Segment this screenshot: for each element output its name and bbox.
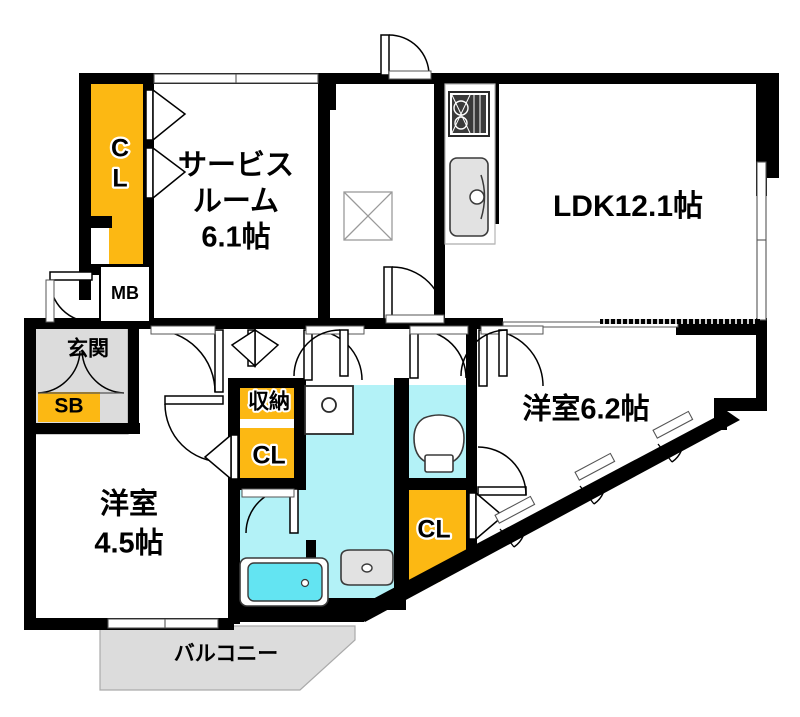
storage-fill bbox=[238, 386, 300, 419]
wall-entrance-right bbox=[128, 329, 139, 434]
service-room-label-2: ルーム bbox=[193, 186, 279, 218]
wall-toilet-bottom bbox=[398, 478, 477, 490]
door-toilet[interactable] bbox=[409, 325, 469, 379]
western45-area: 4.5帖 bbox=[94, 527, 163, 560]
closet-top-left-label-c: C bbox=[111, 135, 129, 163]
door-top-corridor[interactable] bbox=[380, 34, 432, 80]
shaft-box bbox=[343, 191, 393, 241]
service-room-label-1: サービス bbox=[178, 149, 294, 182]
wall-ldk-bottom-left bbox=[445, 318, 503, 329]
storage-label: 収納 bbox=[248, 390, 290, 414]
wall-right-upper bbox=[756, 84, 767, 174]
wall-w62-left bbox=[466, 329, 477, 389]
door-ldk-hall[interactable] bbox=[460, 329, 508, 377]
wash-basin-icon bbox=[340, 549, 394, 586]
wall-bottom-bath bbox=[234, 610, 364, 622]
diagonal-window-3 bbox=[494, 495, 536, 548]
wall-ldk-bottom-right bbox=[676, 324, 767, 335]
wall-toilet-left bbox=[398, 378, 409, 490]
wall-left-upper bbox=[79, 73, 91, 225]
wall-storage-left bbox=[228, 378, 240, 434]
window-ldk-right bbox=[756, 161, 767, 321]
entrance-label: 玄関 bbox=[67, 337, 109, 361]
wall-mid-horizontal bbox=[24, 318, 499, 329]
door-washroom[interactable] bbox=[303, 325, 365, 381]
balcony-label: バルコニー bbox=[174, 643, 279, 666]
wall-wash-left bbox=[294, 378, 305, 490]
diagonal-window-2 bbox=[574, 452, 616, 505]
wall-right-l2 bbox=[756, 352, 767, 408]
closet-mid-fill bbox=[238, 428, 300, 482]
wall-clr-left bbox=[398, 484, 409, 594]
shoe-box-label: SB bbox=[54, 395, 83, 418]
ldk-label: LDK12.1帖 bbox=[553, 190, 703, 223]
closet-mid-label: CL bbox=[252, 442, 285, 470]
meter-box: MB bbox=[99, 265, 151, 323]
wall-bath-top bbox=[236, 480, 306, 490]
color-fills bbox=[32, 79, 468, 598]
door-corridor-bottom[interactable] bbox=[293, 329, 349, 377]
meter-box-label: MB bbox=[111, 283, 139, 303]
washer-space-icon bbox=[304, 385, 354, 435]
wall-right-lower bbox=[756, 318, 767, 358]
wall-corridor-right bbox=[434, 73, 445, 329]
diagonal-window-1 bbox=[652, 410, 694, 463]
door-hall-center[interactable] bbox=[150, 325, 224, 393]
doors-group bbox=[37, 34, 544, 541]
ldk-rail-hatch bbox=[600, 319, 760, 324]
bathtub-icon bbox=[239, 557, 329, 607]
closet-right-door[interactable] bbox=[468, 491, 505, 541]
western62-label: 洋室6.2帖 bbox=[522, 392, 649, 426]
bath-fixtures bbox=[239, 385, 465, 607]
kitchen-sink-icon bbox=[449, 157, 489, 237]
balcony-area: バルコニー bbox=[99, 625, 356, 691]
door-bath[interactable] bbox=[241, 488, 299, 534]
window-w45-bottom bbox=[107, 618, 219, 629]
closet-mid-door[interactable] bbox=[203, 433, 239, 481]
wall-diagonal bbox=[352, 411, 740, 622]
kitchen-fixtures bbox=[444, 83, 496, 245]
wall-service-right bbox=[318, 73, 330, 329]
closet-top-left-doors[interactable] bbox=[145, 88, 187, 200]
wall-right-step bbox=[714, 398, 767, 430]
wall-toilet-right bbox=[466, 378, 477, 490]
ldk-rail-base bbox=[502, 321, 679, 328]
wall-jog-top bbox=[322, 84, 336, 110]
toilet-icon bbox=[413, 414, 465, 473]
diagonal-windows bbox=[494, 410, 694, 548]
detail-lines bbox=[107, 73, 767, 629]
service-room-area: 6.1帖 bbox=[201, 221, 270, 254]
door-western62[interactable] bbox=[478, 325, 544, 387]
wall-tr-notch bbox=[723, 73, 779, 178]
storage-folding-door[interactable] bbox=[230, 328, 280, 368]
western45-label: 洋室 bbox=[100, 487, 158, 521]
door-western62-side[interactable] bbox=[477, 446, 527, 496]
wall-left-outer bbox=[24, 318, 36, 630]
door-hall-left[interactable] bbox=[45, 271, 93, 323]
entrance-double-door[interactable] bbox=[37, 350, 125, 394]
shoe-box-fill bbox=[38, 392, 100, 422]
door-service-room[interactable] bbox=[383, 266, 445, 324]
room-labels: C L サービス ルーム 6.1帖 LDK12.1帖 玄関 SB 収納 CL C… bbox=[54, 132, 703, 560]
wall-entrance-bottom bbox=[24, 423, 140, 434]
gas-stove-icon bbox=[448, 91, 490, 137]
balcony-shape bbox=[99, 625, 356, 691]
closet-top-left-label-l: L bbox=[112, 165, 127, 193]
water-area-fill bbox=[240, 385, 395, 598]
wall-storage-top bbox=[228, 378, 306, 388]
closet-right-label: CL bbox=[417, 516, 450, 544]
